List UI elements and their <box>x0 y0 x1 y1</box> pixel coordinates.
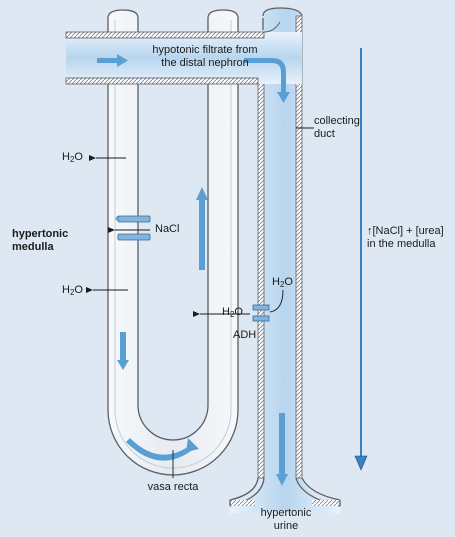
filtrate-label-line2: the distal nephron <box>161 57 249 69</box>
gradient-label-line2: in the medulla <box>367 238 436 250</box>
gradient-label: ↑[NaCl] + [urea] in the medulla <box>367 225 444 251</box>
hypertonic-urine-label: hypertonic urine <box>236 507 336 533</box>
collecting-duct-label-line2: duct <box>314 128 335 140</box>
annotation-arrows <box>86 127 314 478</box>
water-label-adh-in: H2O <box>272 276 293 289</box>
flow-arrow-turn-down <box>244 58 290 103</box>
up-arrow-icon: ↑ <box>367 225 373 237</box>
flow-arrow-ascending <box>196 187 208 270</box>
flow-arrow-bend <box>126 438 199 461</box>
flow-arrow-descending <box>117 332 129 370</box>
collecting-duct-label: collecting duct <box>314 115 360 141</box>
hypertonic-urine-line1: hypertonic <box>260 507 312 519</box>
collecting-duct-label-line1: collecting <box>314 115 360 127</box>
adh-label: ADH <box>233 329 257 341</box>
adh-channel <box>252 304 270 322</box>
water-label-bottom: H2O <box>62 284 83 297</box>
flow-arrow-urine <box>276 413 288 486</box>
vasa-recta-label: vasa recta <box>147 481 199 493</box>
filtrate-label: hypotonic filtrate from the distal nephr… <box>140 44 270 70</box>
hypertonic-urine-line2: urine <box>273 520 299 532</box>
collecting-duct <box>229 7 341 514</box>
gradient-arrow <box>354 48 368 471</box>
hypertonic-medulla-line2: medulla <box>12 241 54 253</box>
hypertonic-medulla-line1: hypertonic <box>12 228 69 240</box>
hypertonic-medulla-label: hypertonic medulla <box>12 228 68 254</box>
water-curve-arrow <box>269 289 284 313</box>
filtrate-label-line1: hypotonic filtrate from <box>152 44 258 56</box>
flow-arrows <box>97 54 290 486</box>
flow-arrow-filtrate-in <box>97 54 128 67</box>
water-label-top: H2O <box>62 151 83 164</box>
nacl-channel <box>115 215 151 241</box>
nacl-label: NaCl <box>155 223 180 235</box>
gradient-label-line1: ↑[NaCl] + [urea] <box>367 225 444 237</box>
water-label-adh-out: H2O <box>222 306 243 319</box>
